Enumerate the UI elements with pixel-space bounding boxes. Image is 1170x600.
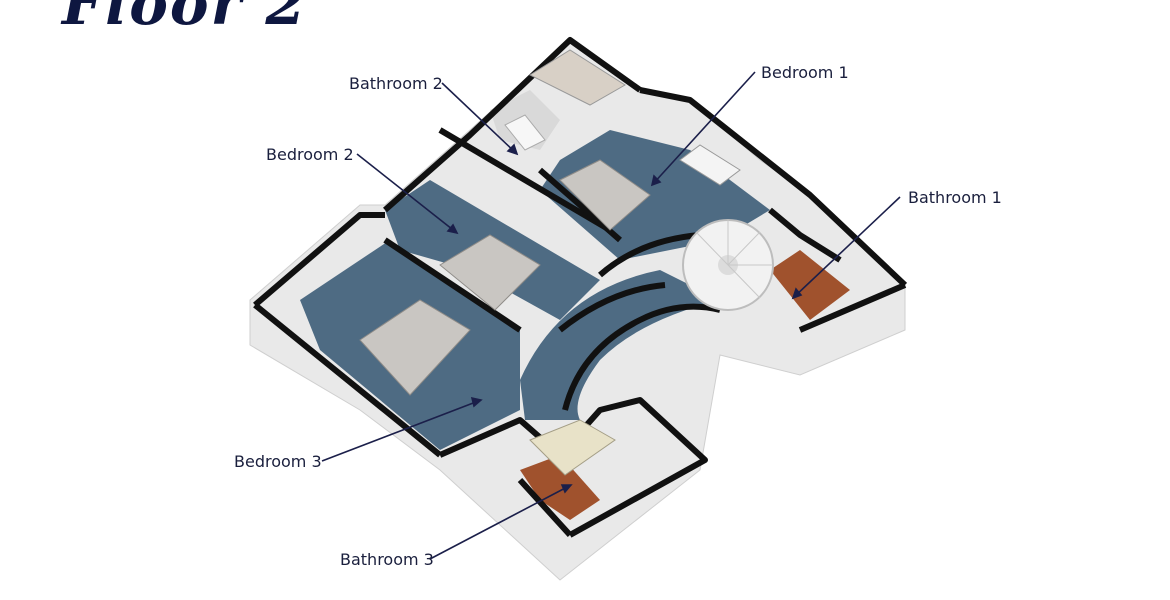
bed-bedroom-2 [439, 234, 541, 311]
bathroom-3-floor [520, 455, 600, 520]
vanity-bathroom-3 [529, 419, 616, 476]
label-bedroom-3: Bedroom 3 [234, 452, 322, 471]
leader-bedroom-1 [651, 71, 756, 186]
arrowhead-bedroom-2 [446, 223, 459, 235]
label-bathroom-3: Bathroom 3 [340, 550, 434, 569]
leader-bathroom-2 [441, 82, 518, 155]
leader-lines [321, 71, 901, 560]
label-bathroom-2: Bathroom 2 [349, 74, 443, 93]
arrowhead-bathroom-1 [791, 287, 803, 300]
bathtub-bathroom-2 [504, 114, 546, 151]
furniture [359, 49, 741, 476]
label-bedroom-2: Bedroom 2 [266, 145, 354, 164]
leader-bathroom-3 [429, 484, 572, 560]
bed-bedroom-1 [559, 159, 651, 231]
page-title: Floor 2 [62, 0, 308, 38]
arrowhead-bedroom-3 [470, 396, 483, 408]
leader-bedroom-2 [356, 153, 458, 234]
arrowhead-bathroom-2 [506, 143, 519, 156]
desk-bedroom-1 [679, 144, 741, 186]
arrowhead-bathroom-3 [560, 484, 573, 494]
bathroom-1-floor [770, 250, 850, 320]
leader-bedroom-3 [321, 399, 482, 462]
label-bedroom-1: Bedroom 1 [761, 63, 849, 82]
label-bathroom-1: Bathroom 1 [908, 188, 1002, 207]
arrowhead-bedroom-1 [650, 174, 662, 187]
bed-bedroom-3 [359, 299, 471, 396]
leader-bathroom-1 [792, 196, 901, 299]
closet-shelves [528, 49, 626, 106]
spiral-staircase [682, 219, 774, 311]
